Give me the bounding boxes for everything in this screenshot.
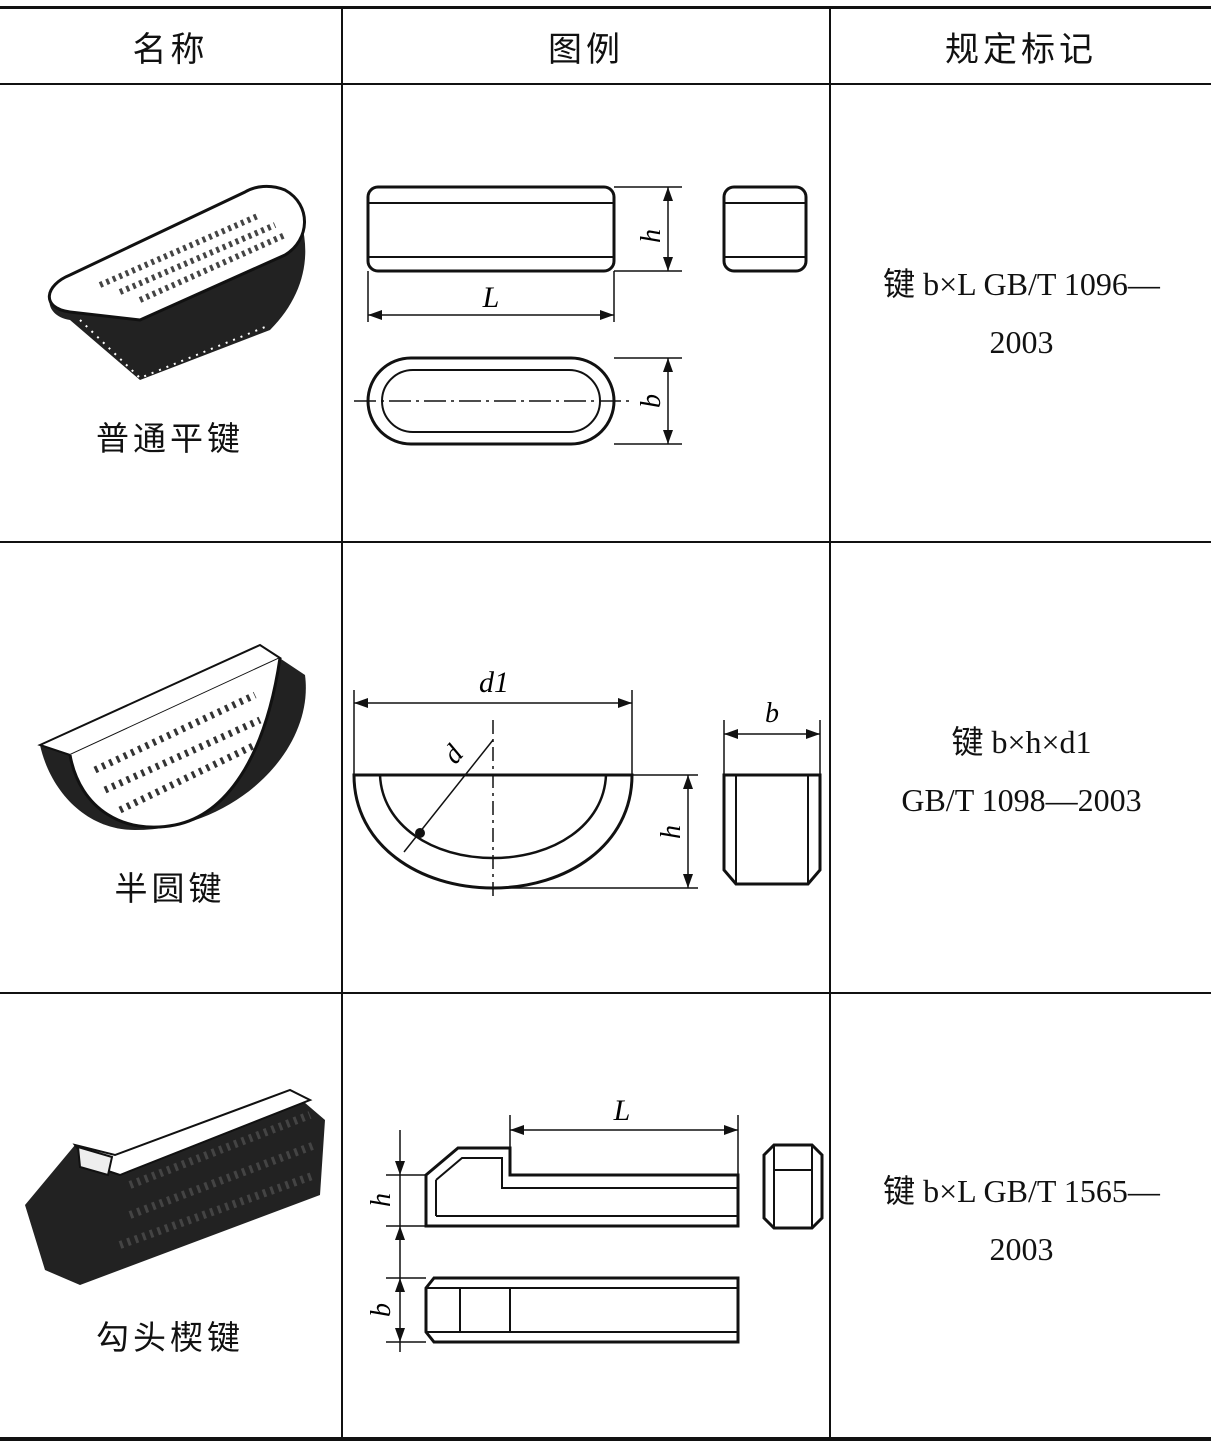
row3-marking-line2: 2003: [989, 1231, 1054, 1267]
row2-figure: d1 d h b: [352, 666, 822, 900]
gib-head-key-icon: [25, 1088, 325, 1285]
row2-marking-line2: GB/T 1098—2003: [901, 782, 1142, 818]
row1-rule: [0, 541, 1211, 543]
gib-head-key-front-view: [424, 1146, 740, 1228]
row3-figure: L h b: [366, 1094, 824, 1352]
row3-name: 勾头楔键: [96, 1318, 244, 1357]
woodruff-key-side-view: [722, 773, 822, 886]
row2-marking-line1: 键 b×h×d1: [951, 724, 1092, 760]
row1-marking: 键 b×L GB/T 1096— 2003: [832, 255, 1211, 371]
row2-dim-h: h: [656, 825, 687, 839]
table-top-rule: [0, 6, 1211, 9]
row3-dim-b: b: [366, 1303, 397, 1317]
row1-dim-b: b: [636, 394, 667, 408]
header-marking: 规定标记: [945, 29, 1097, 70]
header-figure: 图例: [548, 29, 624, 70]
row2-marking: 键 b×h×d1 GB/T 1098—2003: [832, 713, 1211, 829]
row2-name: 半圆键: [114, 869, 226, 908]
row3-dim-h: h: [366, 1193, 397, 1207]
row3-marking: 键 b×L GB/T 1565— 2003: [832, 1162, 1211, 1278]
row3-dim-L: L: [613, 1094, 631, 1127]
row2-rule: [0, 992, 1211, 994]
row1-marking-line2: 2003: [989, 324, 1054, 360]
flat-key-icon: [47, 184, 306, 380]
row2-dim-d: d: [437, 738, 470, 769]
row1-figure: h L b: [354, 185, 808, 446]
woodruff-key-icon: [37, 643, 306, 830]
row1-name: 普通平键: [96, 419, 244, 458]
column-divider-1: [341, 8, 343, 1440]
header-name: 名称: [132, 29, 209, 70]
row2-dim-d1: d1: [479, 666, 509, 699]
flat-key-front-view: [366, 185, 616, 273]
table-bottom-rule: [0, 1437, 1211, 1441]
row3-marking-line1: 键 b×L GB/T 1565—: [883, 1173, 1160, 1209]
row2-dim-b: b: [765, 698, 779, 729]
column-divider-2: [829, 8, 831, 1440]
row1-dim-L: L: [482, 281, 500, 314]
row1-marking-line1: 键 b×L GB/T 1096—: [883, 266, 1160, 302]
row1-dim-h: h: [636, 229, 667, 243]
flat-key-side-view: [722, 185, 808, 273]
header-rule: [0, 83, 1211, 85]
gib-head-key-side-view: [762, 1143, 824, 1230]
